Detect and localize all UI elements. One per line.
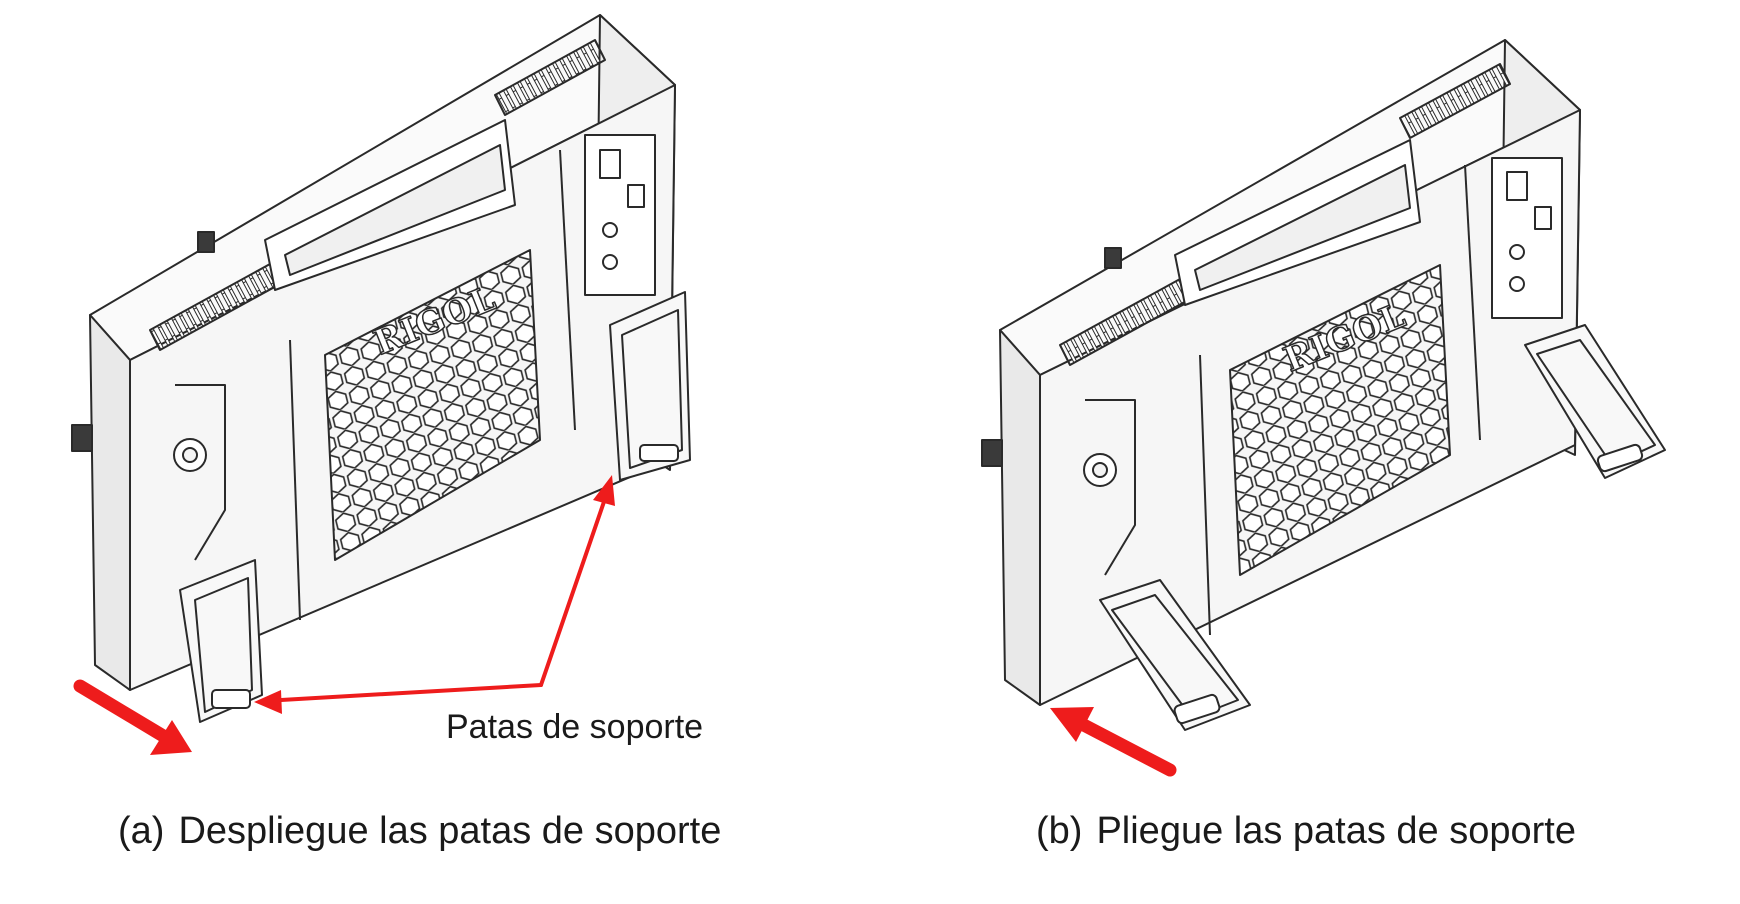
- fold-direction-arrow: [1050, 707, 1177, 777]
- callout-arrowhead-lower: [254, 690, 282, 714]
- callout-arrows: [262, 491, 609, 703]
- callout-arrowhead-upper: [593, 475, 615, 506]
- caption-a-tag: (a): [118, 810, 165, 852]
- callout-label-support-feet: Patas de soporte: [446, 708, 704, 746]
- caption-a-text: Despliegue las patas de soporte: [178, 810, 722, 852]
- instrument-b: RIGOL: [981, 39, 1666, 731]
- unfold-direction-arrow: [73, 679, 192, 755]
- caption-b-text: Pliegue las patas de soporte: [1096, 810, 1576, 852]
- instrument-a: RIGOL: [71, 14, 691, 723]
- caption-a: (a) Despliegue las patas de soporte: [118, 810, 721, 853]
- caption-b: (b) Pliegue las patas de soporte: [1036, 810, 1576, 853]
- caption-b-tag: (b): [1036, 810, 1083, 852]
